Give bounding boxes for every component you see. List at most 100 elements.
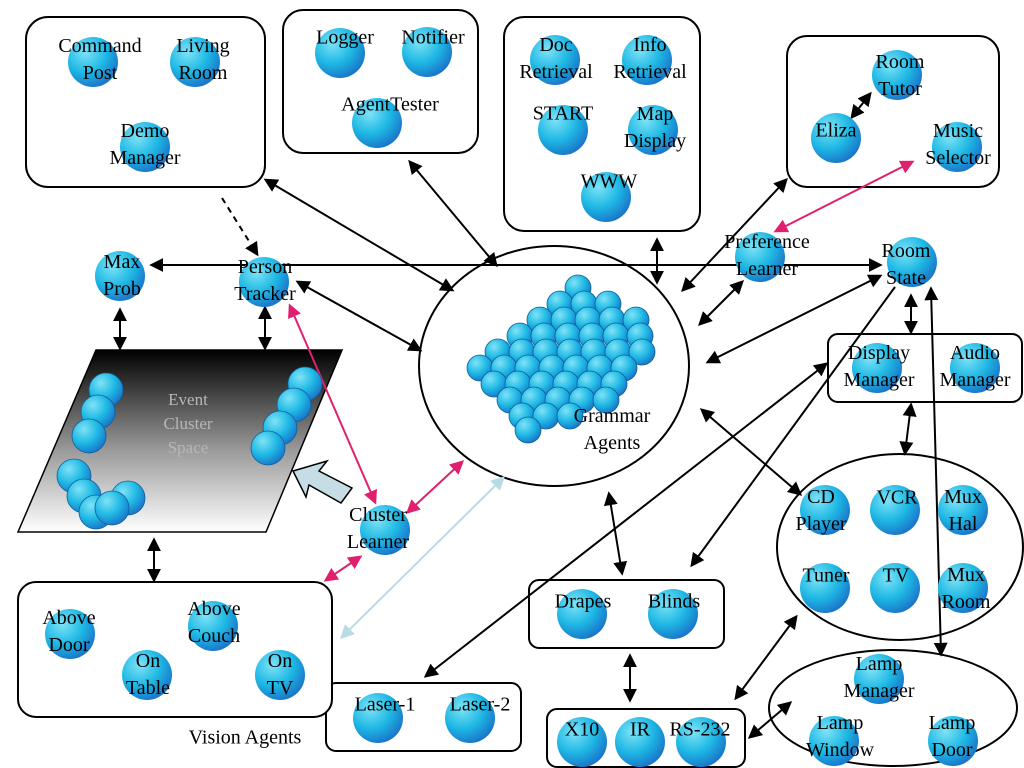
label-laser2: Laser-2 <box>449 693 511 716</box>
agent-preference-learner-icon[interactable] <box>735 232 785 282</box>
arrow-musicselector-preference <box>773 160 915 233</box>
agent-blinds-icon[interactable] <box>648 589 698 639</box>
arrow-clusterlearner-grammar <box>405 460 465 514</box>
label-eliza: Eliza <box>815 119 857 142</box>
agent-www-icon[interactable] <box>581 172 631 222</box>
agent-demo-manager-icon[interactable] <box>120 122 170 172</box>
arrow-controllers-devices <box>734 614 798 701</box>
grammar-agent-node <box>556 402 584 430</box>
agent-above-couch-icon[interactable] <box>188 601 238 651</box>
event-cluster-node <box>71 418 107 454</box>
agent-rs232-icon[interactable] <box>676 717 726 767</box>
label-agent-tester: AgentTester <box>341 93 439 116</box>
agent-music-selector-icon[interactable] <box>932 122 982 172</box>
agent-lamp-manager-icon[interactable] <box>854 654 904 704</box>
agent-on-tv-icon[interactable] <box>255 650 305 700</box>
agent-notifier-icon[interactable] <box>402 27 452 77</box>
arrow-topmiddle-grammar <box>408 159 498 268</box>
arrow-clusterlearner-vision <box>323 555 363 582</box>
arrow-tracker-grammar <box>295 280 423 352</box>
label-tuner: Tuner <box>802 564 850 587</box>
agent-info-retrieval-icon[interactable] <box>622 35 672 85</box>
arrow-managers-devices <box>899 402 917 456</box>
arrow-roomtutor-eliza <box>850 91 872 120</box>
agent-living-room-icon[interactable] <box>170 37 220 87</box>
arrow-tracker-clusterlearner <box>288 303 377 505</box>
label-logger: Logger <box>316 26 374 49</box>
label-www: WWW <box>580 170 638 193</box>
label-start: START <box>532 102 594 125</box>
agent-vcr-icon[interactable] <box>870 485 920 535</box>
agent-audio-manager-icon[interactable] <box>950 343 1000 393</box>
agent-agenttester-icon[interactable] <box>352 98 402 148</box>
label-vision-agents: Vision Agents <box>188 726 302 749</box>
agent-tv-icon[interactable] <box>870 563 920 613</box>
arrow-preference-grammar <box>698 280 744 326</box>
agent-on-table-icon[interactable] <box>122 650 172 700</box>
label-drapes: Drapes <box>554 590 612 613</box>
agent-above-door-icon[interactable] <box>45 609 95 659</box>
arrow-demomanager-tracker <box>221 197 259 257</box>
agent-mux-hal-icon[interactable] <box>938 485 988 535</box>
label-vcr: VCR <box>876 486 918 509</box>
arrow-roomstate-grammar <box>705 274 883 364</box>
agent-mux-room-icon[interactable] <box>938 563 988 613</box>
label-notifier: Notifier <box>401 26 465 49</box>
agent-lamp-door-icon[interactable] <box>928 716 978 766</box>
arrow-tutor-grammar <box>681 177 788 293</box>
agent-display-manager-icon[interactable] <box>852 343 902 393</box>
group-box-vision <box>17 581 333 718</box>
agent-room-tutor-icon[interactable] <box>872 50 922 100</box>
label-rs232: RS-232 <box>669 718 731 741</box>
agent-tuner-icon[interactable] <box>800 563 850 613</box>
agent-lamp-window-icon[interactable] <box>809 716 859 766</box>
agent-logger-icon[interactable] <box>315 28 365 78</box>
label-x10: X10 <box>564 718 600 741</box>
agent-x10-icon[interactable] <box>557 717 607 767</box>
label-blinds: Blinds <box>647 590 701 613</box>
big-arrow <box>291 459 354 504</box>
event-cluster-node <box>250 430 286 466</box>
agent-cluster-learner-icon[interactable] <box>360 505 410 555</box>
agent-max-prob-icon[interactable] <box>95 251 145 301</box>
arrow-vision-grammar <box>340 476 505 639</box>
agent-command-post-icon[interactable] <box>68 37 118 87</box>
grammar-agents-cluster <box>466 274 656 444</box>
agent-cd-player-icon[interactable] <box>800 485 850 535</box>
arrow-topleft-grammar <box>263 178 455 292</box>
agent-doc-retrieval-icon[interactable] <box>530 35 580 85</box>
agent-laser2-icon[interactable] <box>445 693 495 743</box>
agent-eliza-icon[interactable] <box>811 113 861 163</box>
agent-start-icon[interactable] <box>538 105 588 155</box>
agent-map-display-icon[interactable] <box>628 105 678 155</box>
label-ir: IR <box>630 718 650 741</box>
agent-person-tracker-icon[interactable] <box>239 257 289 307</box>
agent-room-state-icon[interactable] <box>887 237 937 287</box>
event-cluster-node <box>94 490 130 526</box>
agent-laser1-icon[interactable] <box>353 693 403 743</box>
agent-drapes-icon[interactable] <box>557 589 607 639</box>
agent-ir-icon[interactable] <box>615 717 665 767</box>
